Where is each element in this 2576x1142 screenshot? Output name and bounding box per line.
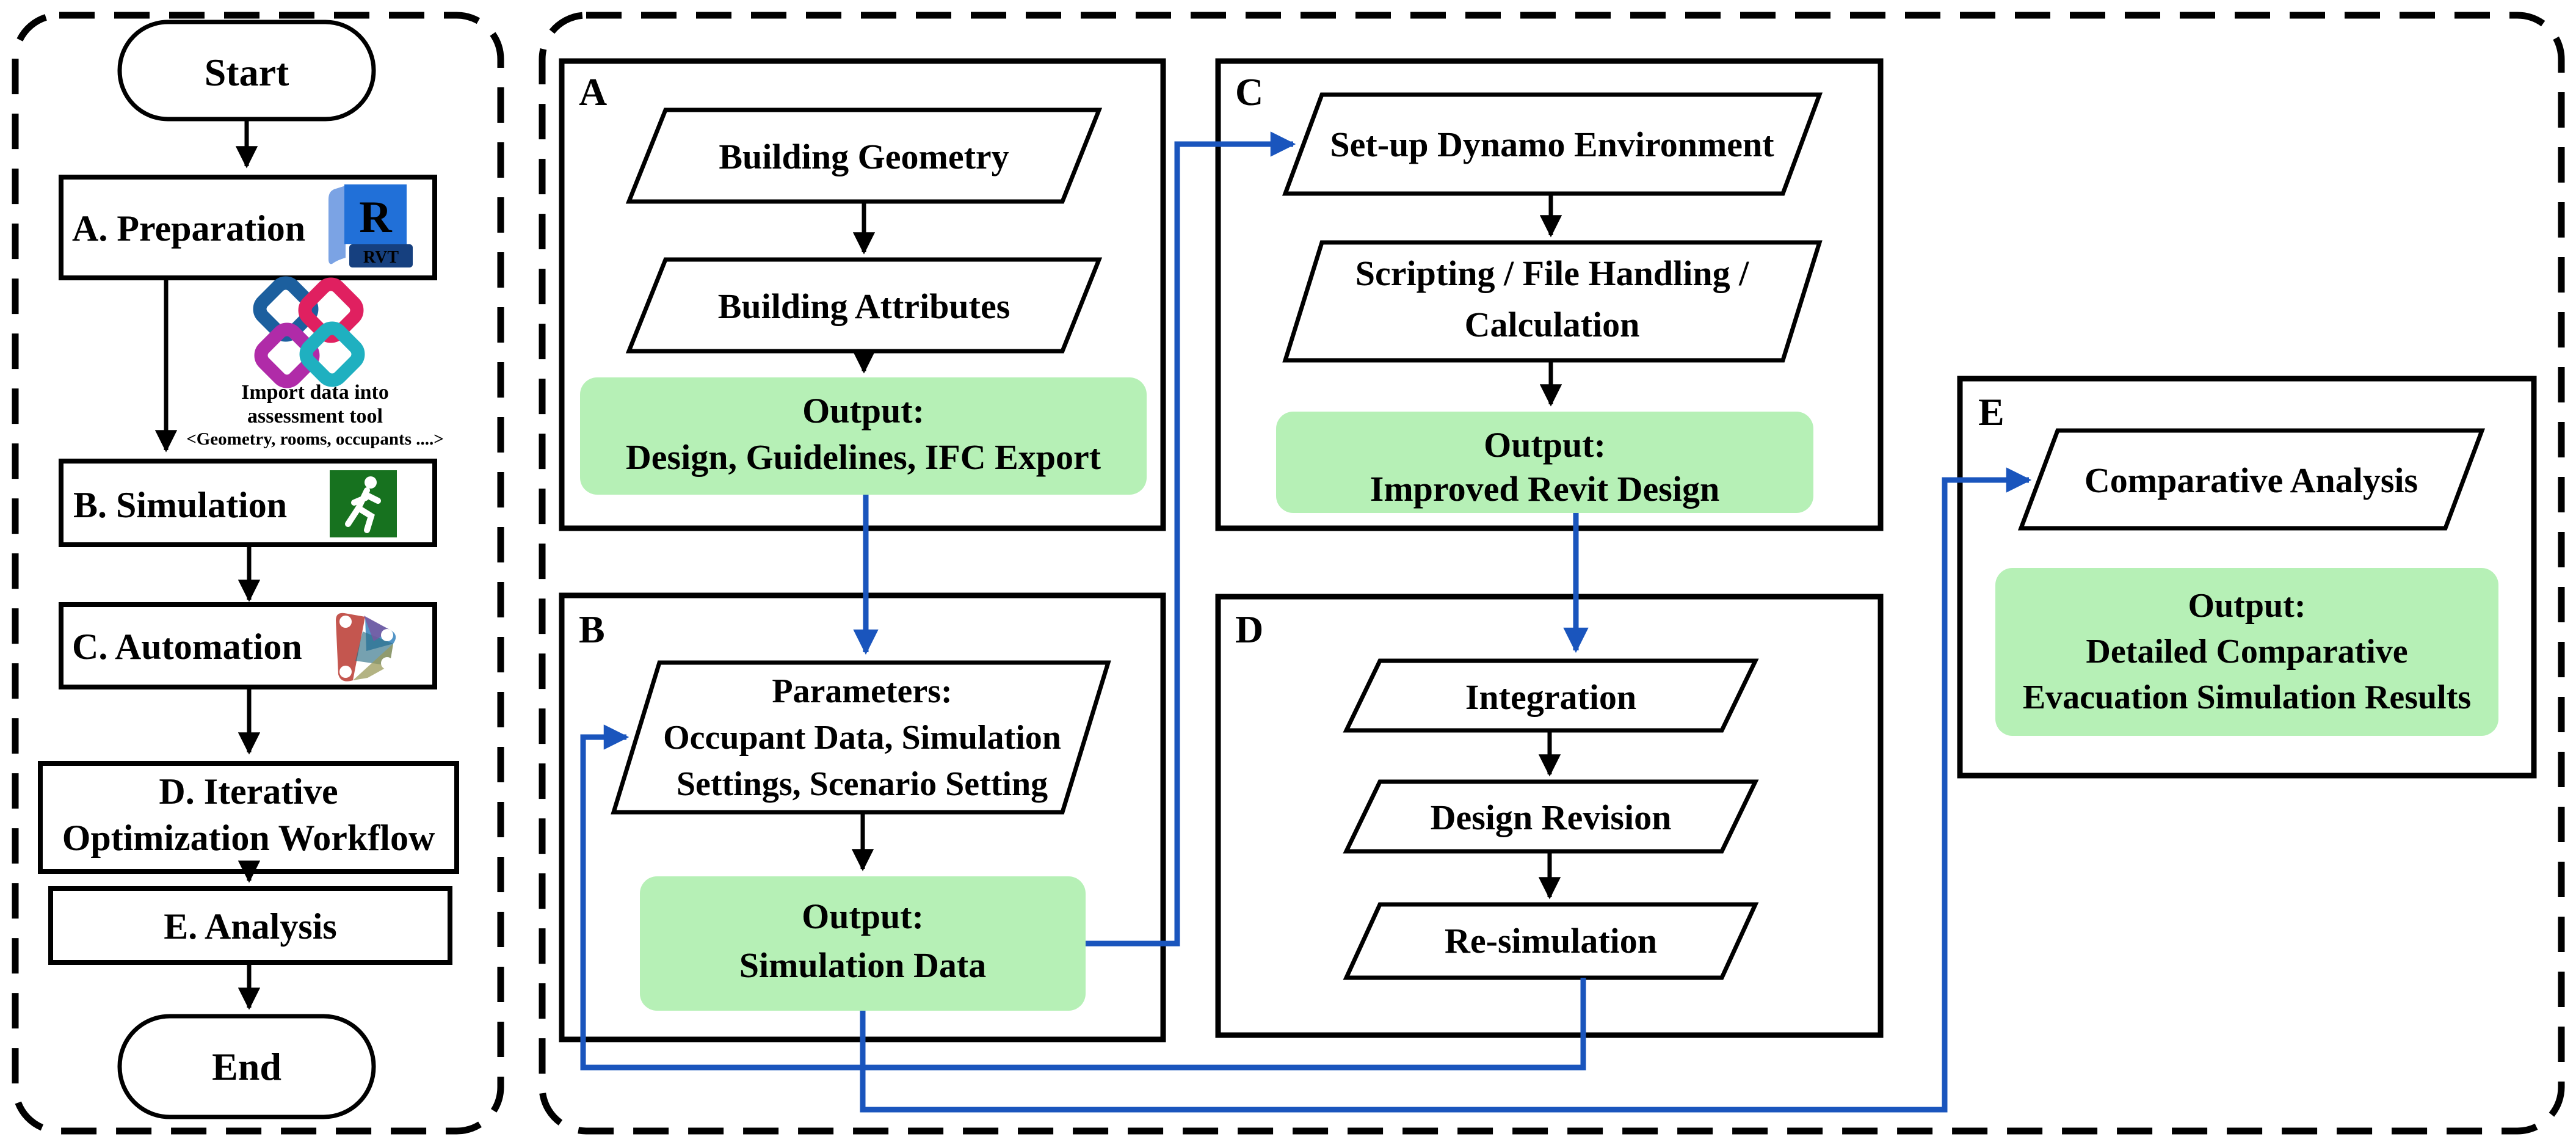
parameters-line3: Settings, Scenario Setting — [677, 765, 1048, 803]
dynamo-icon-red — [336, 613, 365, 682]
ifc-icon-crimson-link — [298, 277, 364, 343]
section-e-label: E — [1978, 390, 2005, 434]
dynamo-icon-purple — [364, 616, 391, 641]
section-b: B Parameters: Occupant Data, Simulation … — [559, 592, 1166, 1042]
import-note-line3: <Geometry, rooms, occupants ....> — [186, 429, 444, 449]
parameters-parallelogram — [611, 660, 1111, 815]
scripting-parallelogram — [1282, 240, 1823, 363]
output-a-line1: Output: — [802, 391, 924, 431]
revit-icon-band-label: RVT — [363, 248, 399, 267]
step-b-label: B. Simulation — [73, 485, 287, 525]
start-label: Start — [205, 51, 289, 94]
design-revision-parallelogram — [1343, 779, 1759, 854]
output-b-line1: Output: — [802, 897, 924, 936]
overview-panel-border — [12, 12, 504, 1135]
ifc-icon-teal-link — [299, 321, 365, 387]
output-a-line2: Design, Guidelines, IFC Export — [626, 437, 1101, 477]
scripting-line2: Calculation — [1465, 305, 1640, 344]
end-terminator — [117, 1014, 376, 1119]
section-b-label: B — [579, 608, 605, 651]
import-note-line1: Import data into — [241, 381, 389, 404]
section-c-label: C — [1235, 70, 1263, 114]
ifc-icon-blue-link — [253, 276, 319, 342]
step-e-label: E. Analysis — [164, 906, 336, 947]
ifc-icon-magenta-link — [254, 322, 320, 388]
building-attributes-label: Building Attributes — [718, 286, 1010, 326]
output-e-line3: Evacuation Simulation Results — [2023, 678, 2471, 716]
connector-simulation-data-to-comparative-analysis — [860, 467, 2032, 1113]
setup-dynamo-label: Set-up Dynamo Environment — [1330, 125, 1774, 164]
detail-panel-border — [539, 12, 2565, 1135]
connector-simulation-data-to-setup-dynamo — [1086, 131, 1296, 947]
output-e-line1: Output: — [2188, 587, 2306, 625]
end-label: End — [212, 1045, 281, 1088]
section-c: C Set-up Dynamo Environment Scripting / … — [1215, 58, 1884, 531]
parameters-line1: Parameters: — [772, 672, 952, 710]
emergency-exit-icon — [330, 470, 397, 537]
output-b-line2: Simulation Data — [739, 945, 986, 985]
section-d: D Integration Design Revision Re-simulat… — [1215, 594, 1884, 1038]
integration-parallelogram — [1343, 658, 1759, 733]
import-note-line2: assessment tool — [247, 405, 383, 427]
parameters-line2: Occupant Data, Simulation — [663, 719, 1061, 757]
step-a-label: A. Preparation — [72, 208, 305, 249]
dynamo-icon-olive — [353, 644, 393, 680]
step-d-label-line2: Optimization Workflow — [62, 818, 435, 858]
output-e-line2: Detailed Comparative — [2086, 633, 2407, 671]
comparative-analysis-parallelogram — [2017, 428, 2486, 531]
building-geometry-parallelogram — [625, 107, 1103, 204]
step-c-label: C. Automation — [72, 627, 302, 667]
revit-icon-face — [344, 184, 407, 244]
step-d-label-line1: D. Iterative — [159, 771, 338, 812]
overview-panel: Start A. Preparation R RVT Import data i… — [12, 12, 504, 1135]
section-a-label: A — [579, 70, 607, 114]
re-simulation-parallelogram — [1343, 902, 1759, 980]
ifc-icon — [253, 276, 365, 388]
detail-panel: A Building Geometry Building Attributes … — [539, 12, 2565, 1135]
section-a: A Building Geometry Building Attributes … — [559, 58, 1166, 531]
building-geometry-label: Building Geometry — [719, 137, 1009, 176]
design-revision-label: Design Revision — [1431, 798, 1672, 837]
setup-dynamo-parallelogram — [1282, 92, 1823, 196]
output-a-box — [580, 377, 1147, 495]
integration-label: Integration — [1465, 677, 1636, 717]
output-c-line2: Improved Revit Design — [1370, 469, 1719, 509]
exit-icon-running-man — [345, 476, 381, 533]
comparative-analysis-label: Comparative Analysis — [2084, 460, 2418, 500]
revit-icon-band — [349, 244, 413, 267]
revit-rvt-icon: R RVT — [328, 184, 413, 267]
step-e-analysis-box — [48, 886, 452, 965]
output-c-line1: Output: — [1484, 425, 1606, 465]
building-attributes-parallelogram — [625, 257, 1103, 354]
dynamo-icon — [336, 613, 396, 682]
scripting-line1: Scripting / File Handling / — [1355, 253, 1749, 293]
output-e-box — [1995, 568, 2498, 736]
re-simulation-label: Re-simulation — [1445, 921, 1657, 961]
connector-resimulation-to-parameters-feedback — [580, 724, 1586, 1071]
output-c-box — [1276, 412, 1813, 513]
revit-icon-letter: R — [359, 192, 393, 242]
section-d-label: D — [1235, 608, 1263, 651]
output-b-box — [640, 876, 1086, 1011]
section-e: E Comparative Analysis Output: Detailed … — [1957, 376, 2537, 779]
revit-icon-flap — [328, 186, 346, 264]
